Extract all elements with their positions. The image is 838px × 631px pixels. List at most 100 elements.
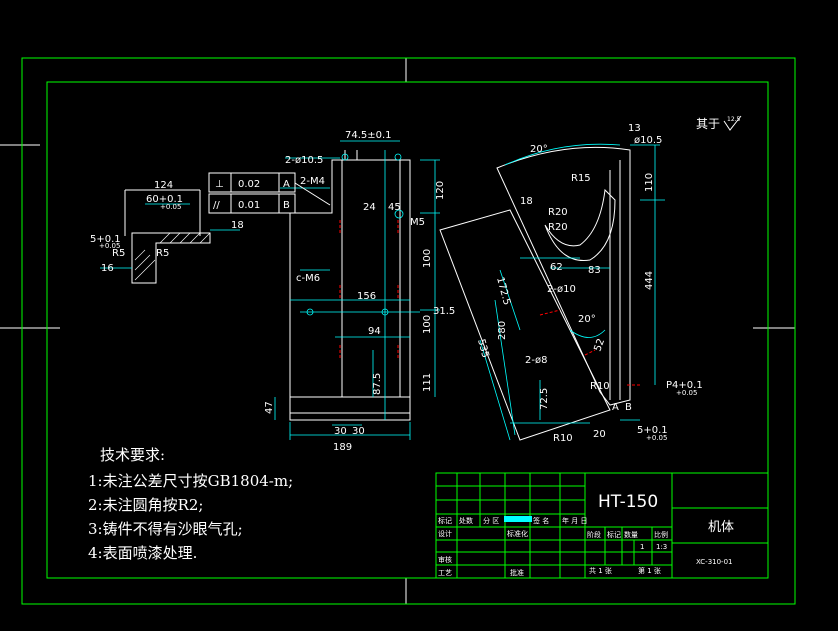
tb-stage: 阶段: [587, 530, 601, 539]
note-1: 1:未注公差尺寸按GB1804-m;: [88, 472, 293, 490]
dim-20: 20: [593, 429, 606, 440]
left-view-body: [289, 150, 411, 421]
dim-r5a: R5: [112, 248, 125, 259]
title-block: [435, 472, 769, 579]
dim-62: 62: [550, 262, 563, 273]
dim-60b: +0.05: [160, 203, 181, 211]
tb-standardize: 标准化: [507, 529, 528, 538]
dim-100a: 100: [422, 249, 433, 268]
right-view-dims: [479, 143, 665, 441]
left-view-hidden: [339, 220, 399, 358]
tb-zone: 分 区: [483, 516, 499, 525]
part-name: 机体: [708, 520, 734, 535]
small-part-dims: [100, 203, 240, 269]
sheet-no: 第 1 张: [638, 566, 661, 575]
dim-5c: 5+0.1: [637, 425, 668, 436]
drawing-no: XC-310-01: [696, 558, 733, 566]
dim-r20b: R20: [548, 222, 568, 233]
dim-156: 156: [357, 291, 376, 302]
dim-p4b: +0.05: [676, 389, 697, 397]
dim-r10b: R10: [553, 433, 573, 444]
dim-18a: 18: [231, 220, 244, 231]
dim-110: 110: [644, 173, 655, 192]
dim-p4: P4+0.1: [666, 380, 703, 391]
notes-heading: 技术要求:: [100, 446, 165, 464]
tb-stage-scale: 比例: [654, 530, 668, 539]
tb-approve: 批准: [510, 568, 524, 577]
tb-sign: 签 名: [533, 516, 549, 525]
dim-2-m4: 2-M4: [300, 176, 325, 187]
title-block-fill: [504, 516, 532, 522]
dim-120: 120: [435, 181, 446, 200]
dim-r10a: R10: [590, 381, 610, 392]
dim-47: 47: [264, 401, 275, 414]
dim-r5b: R5: [156, 248, 169, 259]
dim-74-5: 74.5±0.1: [345, 130, 392, 141]
tb-count: 处数: [459, 516, 473, 525]
tol2-value: 0.01: [238, 200, 260, 211]
dim-18b: 18: [520, 196, 533, 207]
dim-31-5: 31.5: [433, 306, 455, 317]
dim-16: 16: [101, 263, 114, 274]
dim-m5: M5: [410, 217, 425, 228]
dim-r20a: R20: [548, 207, 568, 218]
dim-172-5: 172.5: [494, 276, 512, 307]
dim-30b: 30: [352, 426, 365, 437]
dim-535: 535: [475, 338, 491, 359]
crosshair: [0, 58, 795, 604]
note-4: 4:表面喷漆处理.: [88, 544, 197, 562]
dim-13: 13: [628, 123, 641, 134]
dim-2-10-5: 2-ø10.5: [285, 155, 323, 166]
dim-72-5: 72.5: [539, 388, 550, 410]
qty: 1: [640, 543, 644, 551]
datum-a: A: [612, 402, 619, 413]
note-3: 3:铸件不得有沙眼气孔;: [88, 520, 243, 538]
dim-r15: R15: [571, 173, 591, 184]
tol1-value: 0.02: [238, 179, 260, 190]
dim-280: 280: [497, 321, 508, 340]
dim-45: 45: [388, 202, 401, 213]
dim-94: 94: [368, 326, 381, 337]
dim-2-10: 2-ø10: [547, 284, 576, 295]
dim-20deg2: 20°: [578, 314, 596, 325]
left-view-centerlines: [300, 150, 420, 420]
sheet-border: [21, 57, 796, 605]
dim-24: 24: [363, 202, 376, 213]
tb-date: 年 月 日: [562, 516, 587, 525]
right-view-hidden: [539, 309, 640, 386]
dim-c-m6: c-M6: [296, 273, 320, 284]
tol2-symbol: //: [213, 200, 220, 211]
dim-2-8: 2-ø8: [525, 355, 547, 366]
tb-mark: 标记: [438, 516, 452, 525]
small-part: [124, 189, 211, 284]
datum-b: B: [625, 402, 632, 413]
dim-20deg: 20°: [530, 144, 548, 155]
tolerance-frames: [208, 172, 331, 214]
small-part-hatch: [134, 232, 211, 281]
tb-design: 设计: [438, 529, 452, 538]
dim-124: 124: [154, 180, 173, 191]
dim-5d: +0.05: [646, 434, 667, 442]
dim-60: 60+0.1: [146, 194, 183, 205]
tol1-symbol: ⊥: [215, 179, 224, 190]
note-2: 2:未注圆角按R2;: [88, 496, 204, 514]
dim-100b: 100: [422, 315, 433, 334]
scale: 1:3: [656, 543, 667, 551]
right-view-body: [439, 146, 631, 441]
sheets-total: 共 1 张: [589, 566, 612, 575]
dim-5: 5+0.1: [90, 234, 121, 245]
dim-111: 111: [422, 373, 433, 392]
left-view-dims: [274, 140, 440, 440]
tb-process: 工艺: [438, 569, 452, 577]
dim-444: 444: [644, 271, 655, 290]
dim-52: 52: [592, 337, 607, 353]
tb-stage-mark: 标记: [607, 530, 621, 539]
roughness-symbol: [723, 115, 742, 131]
surface-symbol-value: 12.5: [727, 116, 741, 123]
surface-note: 其于: [696, 117, 720, 131]
dim-10-5: ø10.5: [634, 135, 662, 146]
dim-189: 189: [333, 442, 352, 453]
dim-30a: 30: [334, 426, 347, 437]
tb-stage-qty: 数量: [624, 530, 638, 539]
